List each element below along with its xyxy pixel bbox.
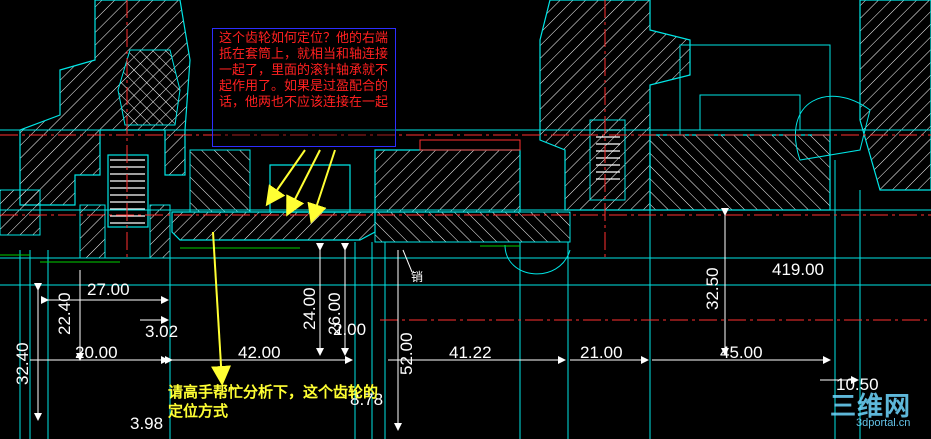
question-annotation-box: 这个齿轮如何定位？他的右端抵在套筒上，就相当和轴连接一起了，里面的滚针轴承就不起…: [212, 28, 396, 147]
left-housing: [0, 0, 191, 259]
dimension-lines: [30, 208, 859, 431]
dim-41-22: 41.22: [449, 343, 492, 362]
dim-3-98: 3.98: [130, 414, 163, 433]
watermark-sub: 3dportal.cn: [856, 417, 911, 429]
dim-10-50: 10.50: [836, 375, 879, 394]
dim-27: 27.00: [87, 280, 130, 299]
dim-2: 2.00: [333, 320, 366, 339]
dim-21: 21.00: [580, 343, 623, 362]
dim-419: 419.00: [772, 260, 824, 279]
dim-32-50: 32.50: [703, 267, 722, 310]
dim-32-40: 32.40: [13, 342, 32, 385]
watermark-main: 三维网: [830, 391, 912, 421]
help-request-note: 请高手帮忙分析下，这个齿轮的定位方式: [168, 383, 379, 420]
dim-20: 20.00: [75, 343, 118, 362]
spring: [107, 154, 149, 228]
dim-42: 42.00: [238, 343, 281, 362]
outline-lines: [0, 129, 931, 439]
dim-52: 52.00: [397, 332, 416, 375]
dim-26: 26.00: [325, 292, 344, 335]
green-lines: [0, 245, 520, 263]
question-annotation-text: 这个齿轮如何定位？他的右端抵在套筒上，就相当和轴连接一起了，里面的滚针轴承就不起…: [219, 31, 389, 110]
dim-22-40: 22.40: [55, 292, 74, 335]
right-housing: [504, 0, 931, 275]
dim-3-02: 3.02: [145, 322, 178, 341]
gear: [171, 139, 571, 243]
dim-45: 45.00: [720, 343, 763, 362]
centerlines: [0, 0, 931, 321]
dim-24: 24.00: [300, 287, 319, 330]
yellow-arrows: [211, 149, 336, 386]
pin-label: 销: [411, 270, 424, 284]
watermark-logo: 三维网 3dportal.cn: [826, 386, 926, 436]
dim-8-78: 8.78: [350, 390, 383, 409]
